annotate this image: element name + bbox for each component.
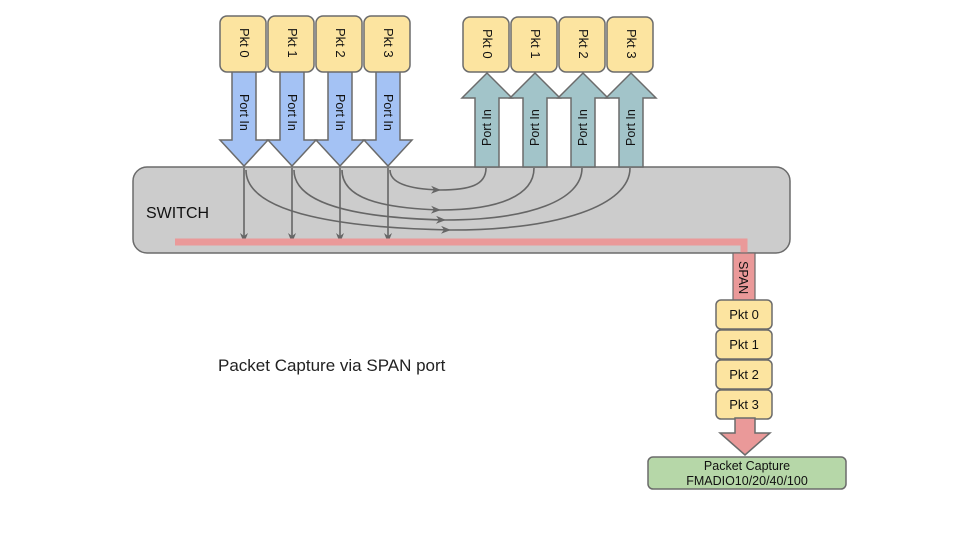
port-in-label: Port In bbox=[285, 94, 299, 131]
ingress-port-0: Port In Pkt 0 bbox=[218, 15, 270, 168]
span-path: SPAN bbox=[175, 238, 756, 302]
port-in-arrow-down bbox=[314, 69, 366, 168]
packet-label: Pkt 3 bbox=[624, 29, 639, 59]
packet-box bbox=[715, 359, 773, 390]
packet-label: Pkt 1 bbox=[729, 337, 759, 352]
capture-arrow bbox=[718, 417, 772, 456]
span-packet-1: Pkt 1 bbox=[715, 329, 773, 360]
egress-port-0: Port In Pkt 0 bbox=[460, 16, 514, 168]
port-in-arrow-down bbox=[362, 69, 414, 168]
packet-box bbox=[715, 299, 773, 330]
flow-curve-right-2 bbox=[444, 167, 583, 221]
egress-port-1: Port In Pkt 1 bbox=[508, 16, 562, 168]
switch-label: SWITCH bbox=[146, 205, 209, 222]
packet-box bbox=[219, 15, 267, 73]
ingress-port-3: Port In Pkt 3 bbox=[362, 15, 414, 168]
packet-box bbox=[510, 16, 558, 73]
packet-box bbox=[606, 16, 654, 73]
switch-flows bbox=[240, 167, 631, 243]
span-label: SPAN bbox=[736, 261, 750, 294]
port-in-arrow-up bbox=[604, 71, 658, 168]
port-in-arrow-down bbox=[218, 69, 270, 168]
span-packet-2: Pkt 2 bbox=[715, 359, 773, 390]
egress-port-3: Port In Pkt 3 bbox=[604, 16, 658, 168]
flow-curve-right-0 bbox=[439, 167, 487, 191]
flow-curve-left-0 bbox=[245, 169, 451, 234]
packet-label: Pkt 0 bbox=[729, 307, 759, 322]
packet-box bbox=[363, 15, 411, 73]
port-in-arrow-up bbox=[460, 71, 514, 168]
packet-label: Pkt 3 bbox=[381, 28, 396, 58]
flow-curve-left-2 bbox=[341, 169, 441, 214]
packet-box bbox=[462, 16, 510, 73]
ingress-port-2: Port In Pkt 2 bbox=[314, 15, 366, 168]
port-in-label: Port In bbox=[576, 109, 590, 146]
port-in-arrow-down bbox=[266, 69, 318, 168]
port-in-label: Port In bbox=[480, 109, 494, 146]
span-packet-0: Pkt 0 bbox=[715, 299, 773, 330]
packet-label: Pkt 2 bbox=[576, 29, 591, 59]
flow-curve-left-1 bbox=[293, 169, 446, 224]
diagram-caption: Packet Capture via SPAN port bbox=[218, 356, 446, 375]
egress-port-2: Port In Pkt 2 bbox=[556, 16, 610, 168]
flow-curve-right-3 bbox=[449, 167, 631, 231]
capture-model: FMADIO10/20/40/100 bbox=[686, 474, 808, 488]
port-in-arrow-up bbox=[508, 71, 562, 168]
packet-box bbox=[267, 15, 315, 73]
ingress-port-1: Port In Pkt 1 bbox=[266, 15, 318, 168]
span-packet-3: Pkt 3 bbox=[715, 389, 773, 420]
packet-label: Pkt 2 bbox=[333, 28, 348, 58]
span-packet-stack: Pkt 0 Pkt 1 Pkt 2 Pkt 3 bbox=[715, 299, 773, 420]
flow-curve-right-1 bbox=[439, 167, 535, 211]
packet-label: Pkt 0 bbox=[480, 29, 495, 59]
packet-label: Pkt 3 bbox=[729, 397, 759, 412]
packet-box bbox=[558, 16, 606, 73]
capture-title: Packet Capture bbox=[704, 459, 790, 473]
flow-curve-left-3 bbox=[389, 169, 441, 194]
packet-box bbox=[315, 15, 363, 73]
port-in-arrow-up bbox=[556, 71, 610, 168]
packet-label: Pkt 2 bbox=[729, 367, 759, 382]
span-line bbox=[175, 238, 748, 256]
packet-label: Pkt 1 bbox=[285, 28, 300, 58]
packet-box bbox=[715, 329, 773, 360]
packet-label: Pkt 0 bbox=[237, 28, 252, 58]
port-in-label: Port In bbox=[237, 94, 251, 131]
port-in-label: Port In bbox=[624, 109, 638, 146]
port-in-label: Port In bbox=[528, 109, 542, 146]
capture-box bbox=[647, 456, 847, 490]
packet-label: Pkt 1 bbox=[528, 29, 543, 59]
port-in-label: Port In bbox=[381, 94, 395, 131]
packet-capture-device: Packet Capture FMADIO10/20/40/100 bbox=[647, 456, 847, 490]
port-in-label: Port In bbox=[333, 94, 347, 131]
